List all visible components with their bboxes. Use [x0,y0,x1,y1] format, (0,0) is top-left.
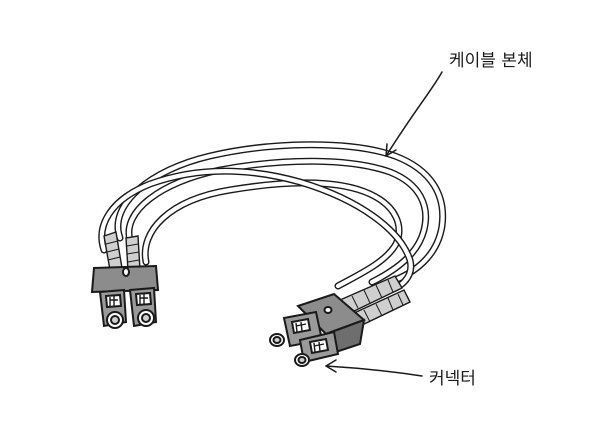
left-connector-latch [122,267,130,277]
callout-arrow-cable-body [385,71,443,157]
cable-body [98,141,447,296]
cable-loop-lower [98,167,415,296]
left-connector-housing [90,264,160,294]
connector-label: 커넥터 [429,369,476,389]
cable-body-label: 케이블 본체 [449,51,533,71]
left-connector [90,264,160,329]
right-connector-latch [323,306,333,314]
cable-loop-inner [141,179,403,290]
callout-arrow-connector [325,359,423,377]
cable-loop-middle [125,157,430,286]
right-connector [269,292,366,367]
